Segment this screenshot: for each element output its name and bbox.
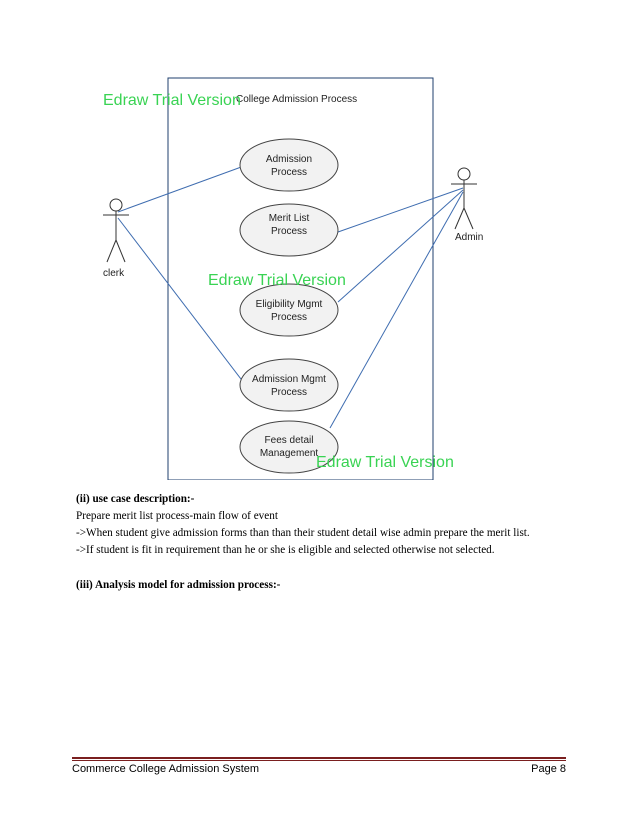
svg-text:Process: Process (271, 387, 307, 398)
actor-admin (451, 167, 477, 230)
watermark-top: Edraw Trial Version (103, 92, 241, 109)
analysis-model-heading: (iii) Analysis model for admission proce… (76, 579, 281, 591)
watermark-middle: Edraw Trial Version (208, 272, 346, 289)
actor-clerk-label: clerk (103, 268, 125, 279)
description-heading: (ii) use case description:- (76, 493, 195, 505)
system-boundary-title: College Admission Process (236, 94, 357, 105)
svg-text:Process: Process (271, 312, 307, 323)
footer-rule-thin (72, 760, 566, 761)
association-admin-merit (337, 187, 464, 233)
use-case-description: (ii) use case description:- Prepare meri… (76, 491, 596, 594)
svg-text:Admission: Admission (266, 154, 312, 165)
footer-rule (72, 757, 566, 759)
page-number: Page 8 (531, 763, 566, 775)
svg-text:Fees detail: Fees detail (265, 435, 314, 446)
association-admin-fees (329, 191, 464, 429)
use-case-fees-detail-management: Fees detail Management (239, 420, 339, 474)
description-line-1: Prepare merit list process-main flow of … (76, 510, 278, 522)
svg-text:Merit List: Merit List (269, 213, 310, 224)
svg-text:Eligibility Mgmt: Eligibility Mgmt (256, 299, 323, 310)
description-line-2: ->When student give admission forms than… (76, 527, 530, 539)
use-case-eligibility-mgmt-process: Eligibility Mgmt Process (239, 283, 339, 337)
association-clerk-admission-mgmt (117, 217, 245, 384)
use-case-admission-process: Admission Process (239, 138, 339, 192)
actor-clerk (103, 198, 129, 263)
association-admin-eligibility (337, 189, 464, 303)
svg-text:Admission Mgmt: Admission Mgmt (252, 374, 326, 385)
system-boundary (167, 77, 434, 480)
actor-admin-label: Admin (455, 232, 483, 243)
svg-text:Management: Management (260, 448, 319, 459)
use-case-merit-list-process: Merit List Process (239, 203, 339, 257)
use-case-admission-mgmt-process: Admission Mgmt Process (239, 358, 339, 412)
use-case-diagram: College Admission Process Admission Proc… (103, 77, 483, 480)
svg-text:Process: Process (271, 226, 307, 237)
description-line-3: ->If student is fit in requirement than … (76, 544, 495, 556)
association-clerk-admission (117, 165, 245, 213)
svg-text:Process: Process (271, 167, 307, 178)
watermark-bottom: Edraw Trial Version (316, 454, 454, 471)
footer-title: Commerce College Admission System (72, 763, 260, 775)
